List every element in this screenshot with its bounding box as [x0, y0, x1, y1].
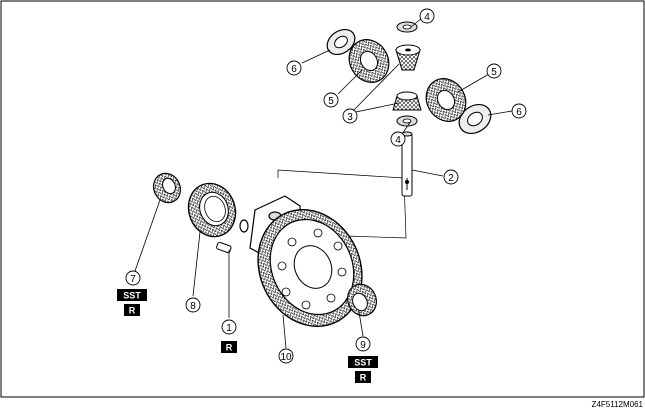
ring-gear — [257, 208, 363, 328]
callout-7: 7 — [125, 270, 141, 286]
pinion-washer-lower — [396, 115, 418, 127]
sst-badge-9: SST — [348, 356, 378, 368]
side-bearing-left — [153, 172, 181, 204]
pinion-gear-upper — [395, 44, 421, 71]
svg-text:7: 7 — [130, 274, 136, 285]
speedometer-drive-gear — [187, 182, 237, 238]
callout-3: 3 — [342, 108, 358, 124]
svg-text:8: 8 — [190, 301, 196, 312]
svg-text:1: 1 — [226, 323, 232, 334]
knock-pin — [216, 241, 232, 254]
svg-text:10: 10 — [280, 352, 292, 363]
svg-text:2: 2 — [448, 173, 454, 184]
side-gear-left — [348, 39, 390, 83]
svg-text:5: 5 — [491, 67, 497, 78]
r-badge-7: R — [124, 304, 140, 316]
svg-text:SST: SST — [123, 291, 141, 301]
svg-text:6: 6 — [516, 107, 522, 118]
svg-text:4: 4 — [424, 12, 430, 23]
callout-10: 10 — [278, 348, 294, 364]
callout-4-lower: 4 — [390, 131, 406, 147]
svg-text:5: 5 — [328, 96, 334, 107]
svg-text:R: R — [226, 343, 233, 353]
callout-5-right: 5 — [486, 63, 502, 79]
thrust-washer-right — [458, 103, 492, 135]
svg-text:SST: SST — [354, 358, 372, 368]
callout-1: 1 — [221, 319, 237, 335]
r-badge-9: R — [355, 371, 371, 383]
callout-9: 9 — [355, 336, 371, 352]
callout-4-upper: 4 — [419, 8, 435, 24]
svg-text:9: 9 — [360, 340, 366, 351]
callout-6-right: 6 — [511, 103, 527, 119]
svg-text:R: R — [129, 306, 136, 316]
callout-2: 2 — [443, 169, 459, 185]
side-bearing-right — [347, 283, 377, 317]
figure-code: Z4F5112M061 — [592, 400, 644, 409]
sst-badge-7: SST — [117, 289, 147, 301]
leader-lines — [134, 17, 513, 349]
r-badge-1: R — [221, 341, 237, 353]
svg-text:R: R — [360, 373, 367, 383]
svg-text:6: 6 — [291, 64, 297, 75]
svg-text:4: 4 — [395, 135, 401, 146]
pinion-shaft — [401, 131, 413, 197]
callout-5-left: 5 — [323, 92, 339, 108]
callout-6-left: 6 — [286, 60, 302, 76]
pinion-gear-lower — [392, 91, 422, 111]
pinion-washer-upper — [396, 21, 418, 33]
figure-border — [0, 0, 645, 398]
side-gear-right — [425, 78, 467, 122]
callout-8: 8 — [185, 297, 201, 313]
svg-text:3: 3 — [347, 112, 353, 123]
